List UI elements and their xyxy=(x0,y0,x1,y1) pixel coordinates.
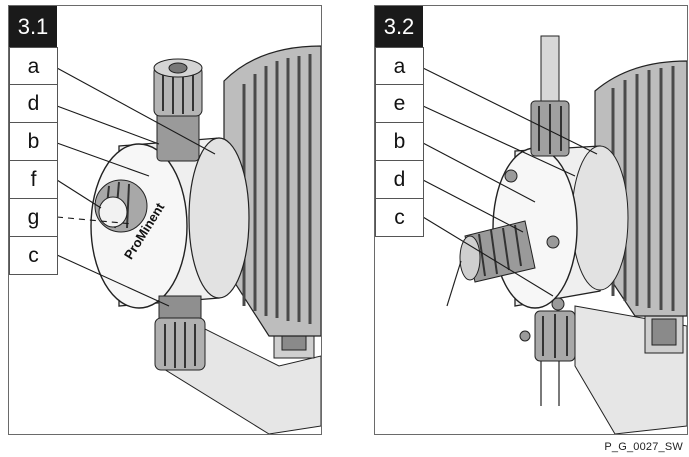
drawing-code: P_G_0027_SW xyxy=(604,441,683,453)
callout-label-column: a e b d c xyxy=(375,47,424,237)
callout-label-b: b xyxy=(375,123,424,161)
callout-label-a: a xyxy=(375,47,424,85)
callout-label-d: d xyxy=(375,161,424,199)
callout-label-e: e xyxy=(375,85,424,123)
callout-label-column: a d b f g c xyxy=(9,47,58,275)
callout-label-d: d xyxy=(9,85,58,123)
figure-number-badge: 3.1 xyxy=(9,6,57,47)
figure-3-1-panel: 3.1 a d b f g c ProMinent xyxy=(8,5,322,435)
callout-label-g: g xyxy=(9,199,58,237)
callout-label-f: f xyxy=(9,161,58,199)
figure-number-badge: 3.2 xyxy=(375,6,423,47)
pump-illustration-3-2 xyxy=(422,35,687,434)
callout-label-c: c xyxy=(9,237,58,275)
callout-label-b: b xyxy=(9,123,58,161)
figure-3-2-panel: 3.2 a e b d c xyxy=(374,5,688,435)
pump-illustration-3-1 xyxy=(56,45,321,434)
callout-label-a: a xyxy=(9,47,58,85)
callout-label-c: c xyxy=(375,199,424,237)
